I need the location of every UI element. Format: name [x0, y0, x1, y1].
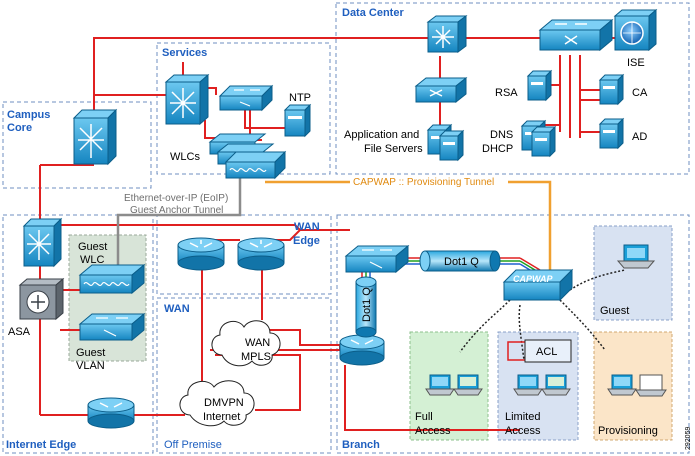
- capwap-tunnel-label: CAPWAP :: Provisioning Tunnel: [353, 177, 494, 188]
- wan-edge-title-2: Edge: [293, 235, 320, 247]
- internet-edge-router: [87, 397, 135, 429]
- provisioning-label: Provisioning: [598, 425, 658, 437]
- acl-label: ACL: [536, 346, 557, 358]
- wlc-stack: [208, 133, 287, 180]
- guest-laptop: [616, 244, 656, 269]
- internet-edge-title: Internet Edge: [6, 439, 76, 451]
- guest-zone-label: Guest: [600, 305, 629, 317]
- dc-core-switch: [426, 15, 468, 53]
- dc-access-switch: [414, 76, 468, 104]
- guest-vlan-switch: [78, 312, 146, 342]
- services-region: [156, 42, 331, 175]
- provisioning-laptop: [607, 374, 667, 397]
- asa-label: ASA: [8, 326, 31, 338]
- ise-label: ISE: [627, 57, 645, 69]
- capwap-ap-label: CAPWAP: [513, 274, 553, 284]
- guest-wlc-device: [78, 263, 146, 295]
- wan-mpls-label-2: MPLS: [241, 351, 271, 363]
- rsa-server: [526, 69, 553, 102]
- dot1q-tube-vertical: [355, 276, 377, 338]
- wan-mpls-label-1: WAN: [245, 337, 270, 349]
- wlc-3: [224, 150, 287, 180]
- wan-edge-region: [156, 214, 332, 295]
- wireless-chains: [459, 269, 626, 361]
- figure-id: 292059: [685, 427, 692, 450]
- wlcs-label: WLCs: [170, 151, 200, 163]
- wan-edge-router-1: [177, 237, 225, 271]
- dhcp-label: DHCP: [482, 143, 513, 155]
- full-access-label-2: Access: [415, 425, 451, 437]
- ntp-label: NTP: [289, 92, 311, 104]
- wan-edge-router-2: [237, 237, 285, 271]
- services-title: Services: [162, 47, 207, 59]
- dmvpn-internet-cloud: [179, 380, 255, 427]
- dot1q-label-horizontal: Dot1 Q: [444, 256, 479, 268]
- campus-core-title-2: Core: [7, 122, 32, 134]
- ca-label: CA: [632, 87, 648, 99]
- rsa-label: RSA: [495, 87, 518, 99]
- wan-mpls-cloud: [211, 320, 281, 367]
- ad-server: [598, 117, 625, 150]
- internet-edge-region: [2, 214, 154, 454]
- guest-wlc-label-2: WLC: [80, 254, 105, 266]
- dns-label: DNS: [490, 129, 513, 141]
- app-servers-label-1: Application and: [344, 129, 419, 141]
- full-access-laptop: [425, 374, 483, 396]
- guest-wlc-label-1: Guest: [78, 241, 107, 253]
- eoip-tunnel-line: [116, 175, 242, 265]
- dot1q-label-vertical: Dot1 Q: [361, 287, 373, 322]
- app-file-server-2: [438, 129, 465, 162]
- branch-region: [336, 214, 690, 454]
- eoip-label-2: Guest Anchor Tunnel: [130, 205, 223, 216]
- dc-distribution-switch: [538, 18, 614, 52]
- internet-edge-switch: [22, 217, 63, 268]
- full-access-label-1: Full: [415, 411, 433, 423]
- dmvpn-label-2: Internet: [203, 411, 240, 423]
- capwap-label-bg: [350, 175, 508, 188]
- wan-region: [156, 297, 332, 454]
- guest-zone: [593, 225, 673, 321]
- app-servers-label-2: File Servers: [364, 143, 423, 155]
- campus-core-switch: [72, 108, 118, 166]
- asa-firewall: [18, 277, 65, 321]
- ca-server: [598, 73, 625, 106]
- wan-edge-title-1: WAN: [294, 221, 320, 233]
- dot1q-tube-horizontal: [419, 250, 501, 272]
- dmvpn-label-1: DMVPN: [204, 397, 244, 409]
- ntp-server: [283, 103, 312, 138]
- wan-title: WAN: [164, 303, 190, 315]
- campus-core-region: [2, 101, 152, 189]
- eoip-label-1: Ethernet-over-IP (EoIP): [124, 193, 228, 204]
- dns-dhcp-server-2: [530, 125, 557, 158]
- services-switch: [218, 84, 274, 112]
- acl-box: [507, 339, 572, 363]
- off-premise-title: Off Premise: [164, 439, 222, 451]
- capwap-access-point: [502, 268, 574, 302]
- services-core-switch: [164, 73, 210, 126]
- guest-vlan-label-2: VLAN: [76, 360, 105, 372]
- guest-vlan-label-1: Guest: [76, 347, 105, 359]
- data-center-region: [335, 2, 690, 175]
- branch-title: Branch: [342, 439, 380, 451]
- branch-switch: [344, 244, 410, 274]
- limited-access-laptop: [513, 374, 571, 396]
- ad-label: AD: [632, 131, 647, 143]
- data-center-title: Data Center: [342, 7, 404, 19]
- limited-access-label-2: Access: [505, 425, 541, 437]
- branch-router: [339, 334, 385, 366]
- limited-access-label-1: Limited: [505, 411, 540, 423]
- campus-core-title-1: Campus: [7, 109, 50, 121]
- ise-server: [613, 8, 658, 52]
